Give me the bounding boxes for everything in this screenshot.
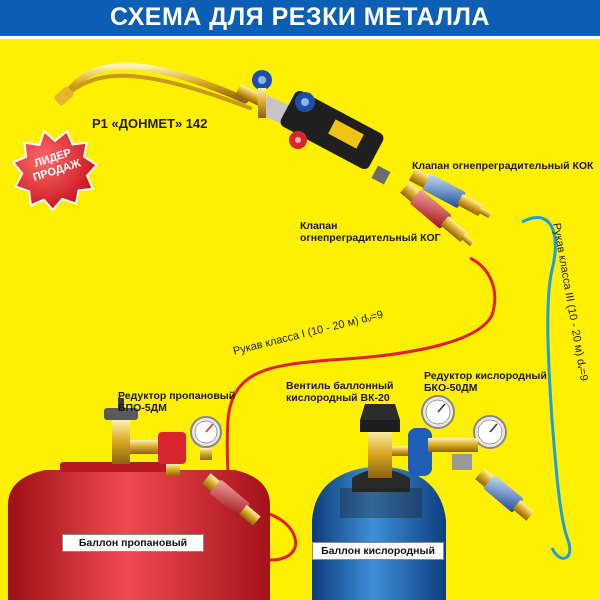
valve-kok-label: Клапан огнепреградительный КОК (412, 160, 594, 172)
oxygen-reducer-label-line-2: БКО-50ДМ (424, 382, 478, 394)
propane-reducer-label: Редуктор пропановый БПО-5ДМ (118, 390, 235, 414)
cylinder-valve-label-line-1: Вентиль баллонный (286, 380, 394, 392)
oxygen-inline-valve (475, 468, 535, 521)
valve-kog-label: Клапан огнепреградительный КОГ (300, 220, 441, 244)
bestseller-badge (11, 129, 99, 212)
oxygen-cylinder-plate: Баллон кислородный (312, 542, 444, 560)
propane-reducer-assembly (104, 398, 222, 476)
propane-inline-valve (201, 473, 261, 526)
propane-hose-lower (261, 510, 298, 562)
valve-kog-label-line-2: огнепреградительный КОГ (300, 232, 441, 244)
page-title: СХЕМА ДЛЯ РЕЗКИ МЕТАЛЛА (110, 3, 490, 31)
flashback-valve-kog (400, 182, 474, 247)
propane-hose-upper (225, 256, 497, 531)
propane-cylinder-plate: Баллон пропановый (62, 534, 204, 552)
propane-reducer-label-line-2: БПО-5ДМ (118, 402, 167, 414)
oxygen-cylinder-valve (360, 404, 414, 478)
valve-kog-label-line-1: Клапан (300, 220, 338, 232)
header-bar: СХЕМА ДЛЯ РЕЗКИ МЕТАЛЛА (0, 0, 600, 39)
torch-label: Р1 «ДОНМЕТ» 142 (92, 116, 208, 131)
oxygen-cylinder-shape (312, 466, 446, 600)
oxygen-reducer-label: Редуктор кислородный БКО-50ДМ (424, 370, 547, 394)
cylinder-valve-label: Вентиль баллонный кислородный ВК-20 (286, 380, 393, 404)
flashback-valve-kok (408, 167, 492, 219)
oxygen-hose (521, 216, 572, 560)
oxygen-reducer-label-line-1: Редуктор кислородный (424, 370, 547, 382)
oxygen-reducer-assembly (408, 395, 507, 476)
cutting-torch (54, 62, 391, 185)
cylinder-valve-label-line-2: кислородный ВК-20 (286, 392, 390, 404)
propane-cylinder-shape (8, 462, 270, 600)
propane-reducer-label-line-1: Редуктор пропановый (118, 390, 236, 402)
